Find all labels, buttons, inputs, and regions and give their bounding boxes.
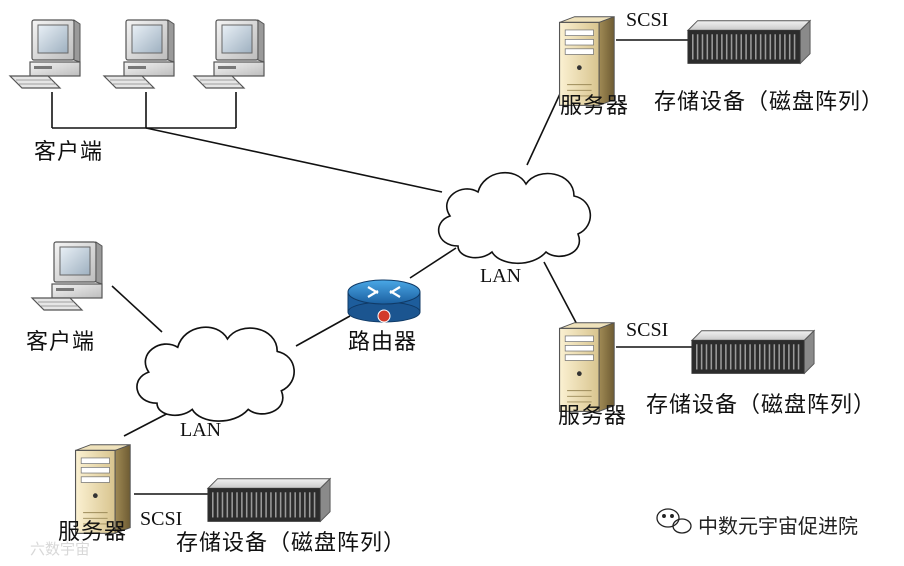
client-label-left: 客户端 [26, 330, 96, 355]
wechat-icon [656, 508, 692, 534]
desktop-computer-icon [193, 19, 265, 89]
server-label-mid: 服务器 [558, 404, 628, 429]
desktop-computer-icon [9, 19, 81, 89]
disk-array-icon [207, 477, 331, 523]
scsi-label-mid: SCSI [626, 319, 669, 341]
disk-array-icon [691, 329, 815, 375]
storage-label-top: 存储设备（磁盘阵列） [654, 90, 885, 115]
router-label: 路由器 [348, 330, 418, 355]
server-label-top: 服务器 [560, 94, 630, 119]
server-tower-icon [558, 16, 615, 106]
lan-label-left: LAN [180, 419, 222, 441]
router-icon [347, 279, 421, 323]
faint-watermark-text: 六数宇宙 [30, 540, 91, 558]
lan-label-right: LAN [480, 265, 522, 287]
server-label-bottom: 服务器 [58, 520, 128, 545]
client-label-top: 客户端 [34, 140, 104, 165]
desktop-computer-icon [103, 19, 175, 89]
server-tower-icon [558, 322, 615, 412]
disk-array-icon [687, 19, 811, 65]
desktop-computer-icon [31, 241, 103, 311]
storage-label-mid: 存储设备（磁盘阵列） [646, 393, 877, 418]
scsi-label-top: SCSI [626, 9, 669, 31]
storage-label-bottom: 存储设备（磁盘阵列） [176, 531, 407, 556]
cloud-icon [136, 326, 295, 422]
connection-lines [51, 39, 692, 495]
watermark-text: 中数元宇宙促进院 [698, 514, 858, 538]
scsi-label-bottom: SCSI [140, 508, 183, 530]
cloud-icon [437, 171, 592, 265]
